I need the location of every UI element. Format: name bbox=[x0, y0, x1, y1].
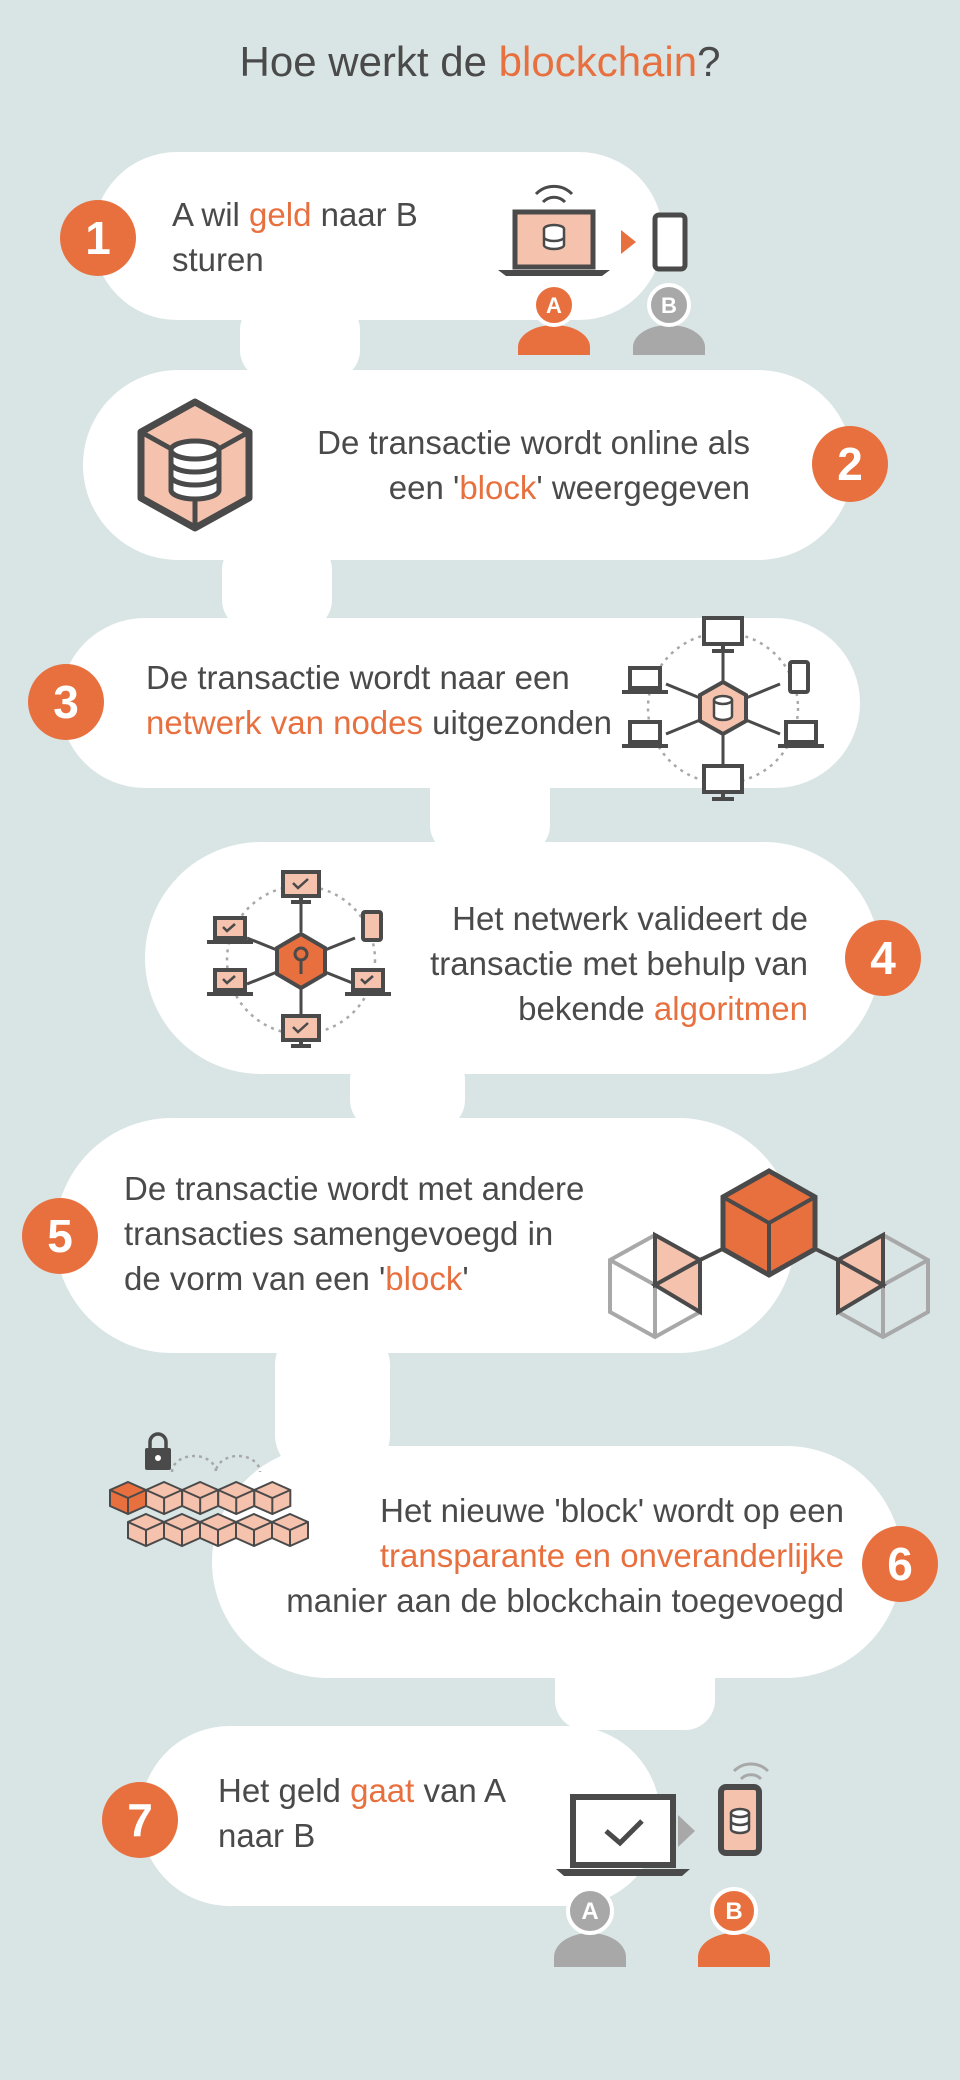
person-b-label: B bbox=[725, 1898, 742, 1925]
text-highlight: transparante en onveranderlijke bbox=[379, 1537, 844, 1574]
person-b-icon: B bbox=[698, 1887, 770, 1967]
text-part: naar B bbox=[311, 196, 418, 233]
step-6-bubble bbox=[212, 1446, 902, 1678]
person-b-label: B bbox=[661, 293, 677, 318]
person-a-label: A bbox=[581, 1898, 598, 1925]
step-4-text: Het netwerk valideert de transactie met … bbox=[380, 896, 808, 1031]
text-part: naar B bbox=[218, 1817, 316, 1854]
check-icon bbox=[604, 1819, 644, 1847]
step-3-number: 3 bbox=[28, 664, 104, 740]
step-2-number: 2 bbox=[812, 426, 888, 502]
text-highlight: block bbox=[385, 1260, 463, 1297]
cube-edge bbox=[271, 1521, 309, 1546]
text-part: transacties samengevoegd in bbox=[124, 1215, 554, 1252]
network-validation-icon bbox=[207, 870, 391, 1048]
cube-edge bbox=[109, 1489, 147, 1514]
step-1-text: A wil geld naar B sturen bbox=[172, 192, 472, 282]
network-broadcast-icon bbox=[622, 616, 824, 801]
cubes-merge-icon bbox=[608, 1168, 930, 1340]
step-2-text: De transactie wordt online als een 'bloc… bbox=[270, 420, 750, 510]
arrow-right-icon bbox=[678, 1815, 695, 1847]
laptop-to-phone-icon: A B bbox=[498, 184, 705, 355]
text-part: sturen bbox=[172, 241, 264, 278]
cube-edge bbox=[253, 1489, 291, 1514]
text-part: bekende bbox=[518, 990, 654, 1027]
text-part: transactie met behulp van bbox=[430, 945, 808, 982]
laptop-icon bbox=[512, 209, 596, 270]
cube-grid bbox=[109, 1480, 309, 1548]
text-part: De transactie wordt online als bbox=[317, 424, 750, 461]
laptop-check-to-phone-icon: A B bbox=[554, 1762, 770, 1967]
step-5-number: 5 bbox=[22, 1198, 98, 1274]
text-highlight: block bbox=[459, 469, 537, 506]
text-part: Het netwerk valideert de bbox=[452, 900, 808, 937]
cube-edge bbox=[163, 1521, 201, 1546]
database-icon bbox=[729, 1807, 751, 1835]
text-highlight: gaat bbox=[350, 1772, 415, 1809]
text-part: De transactie wordt met andere bbox=[124, 1170, 585, 1207]
cube-edge bbox=[199, 1521, 237, 1546]
step-6-text: Het nieuwe 'block' wordt op een transpar… bbox=[240, 1488, 844, 1623]
monitor-icon bbox=[702, 616, 744, 801]
text-part: A wil bbox=[172, 196, 250, 233]
step-7-text: Het geld gaat van A naar B bbox=[218, 1768, 548, 1858]
person-b-icon: B bbox=[633, 283, 705, 355]
phone-icon bbox=[788, 660, 810, 694]
text-highlight: netwerk van nodes bbox=[146, 704, 424, 741]
title-end: ? bbox=[697, 38, 721, 85]
text-part: Het geld bbox=[218, 1772, 351, 1809]
cube-right-icon bbox=[833, 1231, 930, 1340]
page-title: Hoe werkt de blockchain? bbox=[0, 38, 960, 86]
wifi-icon bbox=[732, 1762, 770, 1781]
title-highlight: blockchain bbox=[498, 38, 698, 85]
text-part: een ' bbox=[388, 469, 460, 506]
database-icon bbox=[542, 223, 566, 251]
text-highlight: geld bbox=[249, 196, 312, 233]
monitor-check-icon bbox=[281, 870, 321, 1042]
phone-icon bbox=[652, 212, 688, 272]
cube-left-icon bbox=[608, 1231, 705, 1340]
cube-edge bbox=[145, 1489, 183, 1514]
person-a-label: A bbox=[546, 293, 562, 318]
cube-edge bbox=[235, 1521, 273, 1546]
person-a-icon: A bbox=[518, 283, 590, 355]
text-part: De transactie wordt naar een bbox=[146, 659, 570, 696]
database-cube-icon bbox=[137, 398, 253, 532]
lock-icon bbox=[145, 1432, 171, 1470]
phone-check-icon bbox=[361, 910, 383, 942]
step-4-number: 4 bbox=[845, 920, 921, 996]
text-part: Het nieuwe 'block' wordt op een bbox=[380, 1492, 844, 1529]
wifi-icon bbox=[534, 184, 574, 204]
title-text: Hoe werkt de bbox=[239, 38, 499, 85]
step-1-number: 1 bbox=[60, 200, 136, 276]
step-3-text: De transactie wordt naar een netwerk van… bbox=[146, 655, 626, 745]
step-5-text: De transactie wordt met andere transacti… bbox=[124, 1166, 624, 1301]
text-part: uitgezonden bbox=[423, 704, 613, 741]
cube-edge bbox=[217, 1489, 255, 1514]
cube-edge bbox=[127, 1521, 165, 1546]
person-a-icon: A bbox=[554, 1887, 626, 1967]
step-6-number: 6 bbox=[862, 1526, 938, 1602]
laptop-icon bbox=[622, 666, 824, 748]
step-7-number: 7 bbox=[102, 1782, 178, 1858]
text-part: ' weergegeven bbox=[536, 469, 750, 506]
step-4-bubble bbox=[145, 842, 880, 1074]
laptop-icon bbox=[570, 1794, 676, 1868]
step-5-bubble bbox=[55, 1118, 795, 1353]
text-part: manier aan de blockchain toegevoegd bbox=[286, 1582, 844, 1619]
cube-edge bbox=[181, 1489, 219, 1514]
text-part: ' bbox=[462, 1260, 469, 1297]
arrow-right-icon bbox=[621, 230, 636, 254]
text-part: van A bbox=[414, 1772, 507, 1809]
text-part: de vorm van een ' bbox=[124, 1260, 386, 1297]
cube-main-icon bbox=[720, 1168, 818, 1278]
blockchain-lock-icon bbox=[109, 1432, 309, 1548]
text-highlight: algoritmen bbox=[653, 990, 808, 1027]
